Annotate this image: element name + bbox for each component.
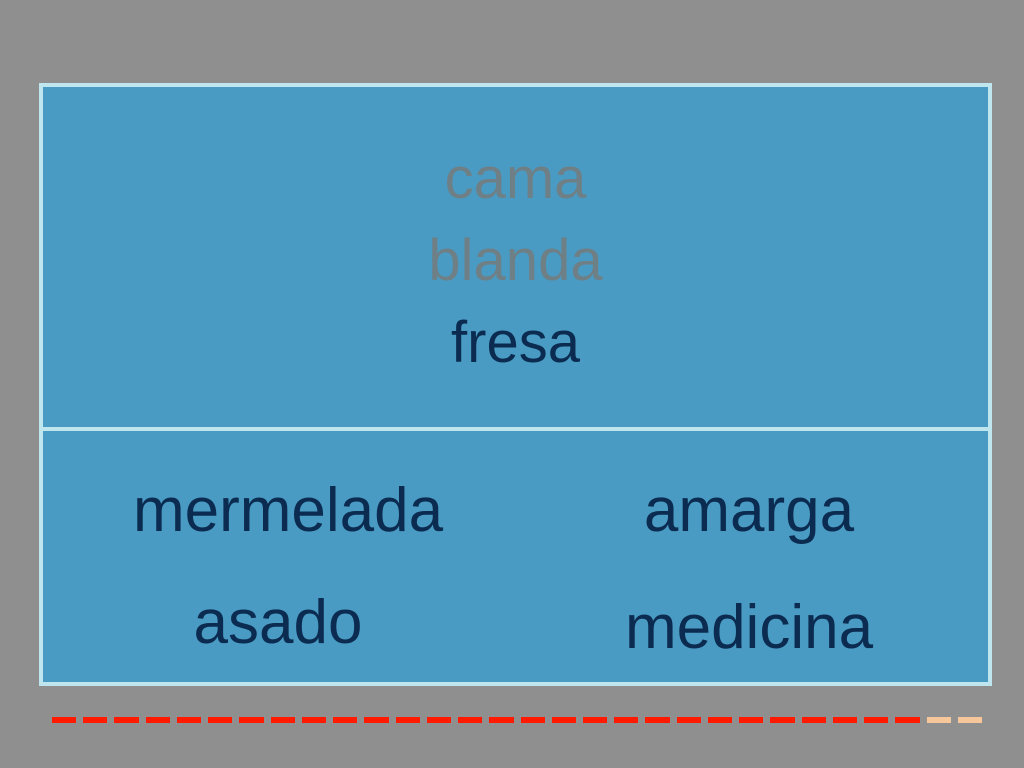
used-word-blanda: blanda xyxy=(428,228,603,293)
progress-segment-complete xyxy=(551,717,576,723)
progress-segment-complete xyxy=(114,717,139,723)
progress-segment-complete xyxy=(864,717,889,723)
answer-option-asado[interactable]: asado xyxy=(193,588,363,657)
progress-segment-complete xyxy=(270,717,295,723)
progress-segment-complete xyxy=(676,717,701,723)
game-board: cama blanda fresa mermelada amarga asado… xyxy=(39,83,992,686)
progress-segment-complete xyxy=(801,717,826,723)
progress-bar xyxy=(52,715,983,725)
answer-option-amarga[interactable]: amarga xyxy=(643,476,855,545)
progress-segment-complete xyxy=(895,717,920,723)
progress-segment-pending xyxy=(957,717,983,723)
progress-segment-complete xyxy=(707,717,733,723)
progress-segment-complete xyxy=(333,717,358,723)
progress-segment-complete xyxy=(426,717,452,723)
progress-segment-complete xyxy=(239,717,264,723)
progress-segment-complete xyxy=(301,717,327,723)
progress-segment-complete xyxy=(458,717,483,723)
progress-segment-complete xyxy=(520,717,545,723)
progress-segment-complete xyxy=(145,717,170,723)
progress-segment-complete xyxy=(832,717,858,723)
panel-divider xyxy=(43,427,988,431)
progress-segment-complete xyxy=(395,717,420,723)
progress-segment-complete xyxy=(645,717,670,723)
progress-segment-complete xyxy=(52,717,77,723)
progress-segment-complete xyxy=(582,717,608,723)
answer-option-medicina[interactable]: medicina xyxy=(624,593,874,662)
current-word: fresa xyxy=(451,310,580,375)
progress-segment-complete xyxy=(489,717,514,723)
progress-segment-complete xyxy=(208,717,233,723)
progress-segment-complete xyxy=(739,717,764,723)
progress-segment-complete xyxy=(83,717,108,723)
progress-segment-complete xyxy=(176,717,202,723)
progress-segment-complete xyxy=(770,717,795,723)
answer-option-mermelada[interactable]: mermelada xyxy=(132,476,444,545)
used-word-cama: cama xyxy=(444,146,587,211)
progress-segment-complete xyxy=(364,717,389,723)
progress-segment-complete xyxy=(614,717,639,723)
prompt-panel: cama blanda fresa xyxy=(43,87,988,427)
progress-segment-pending xyxy=(926,717,951,723)
